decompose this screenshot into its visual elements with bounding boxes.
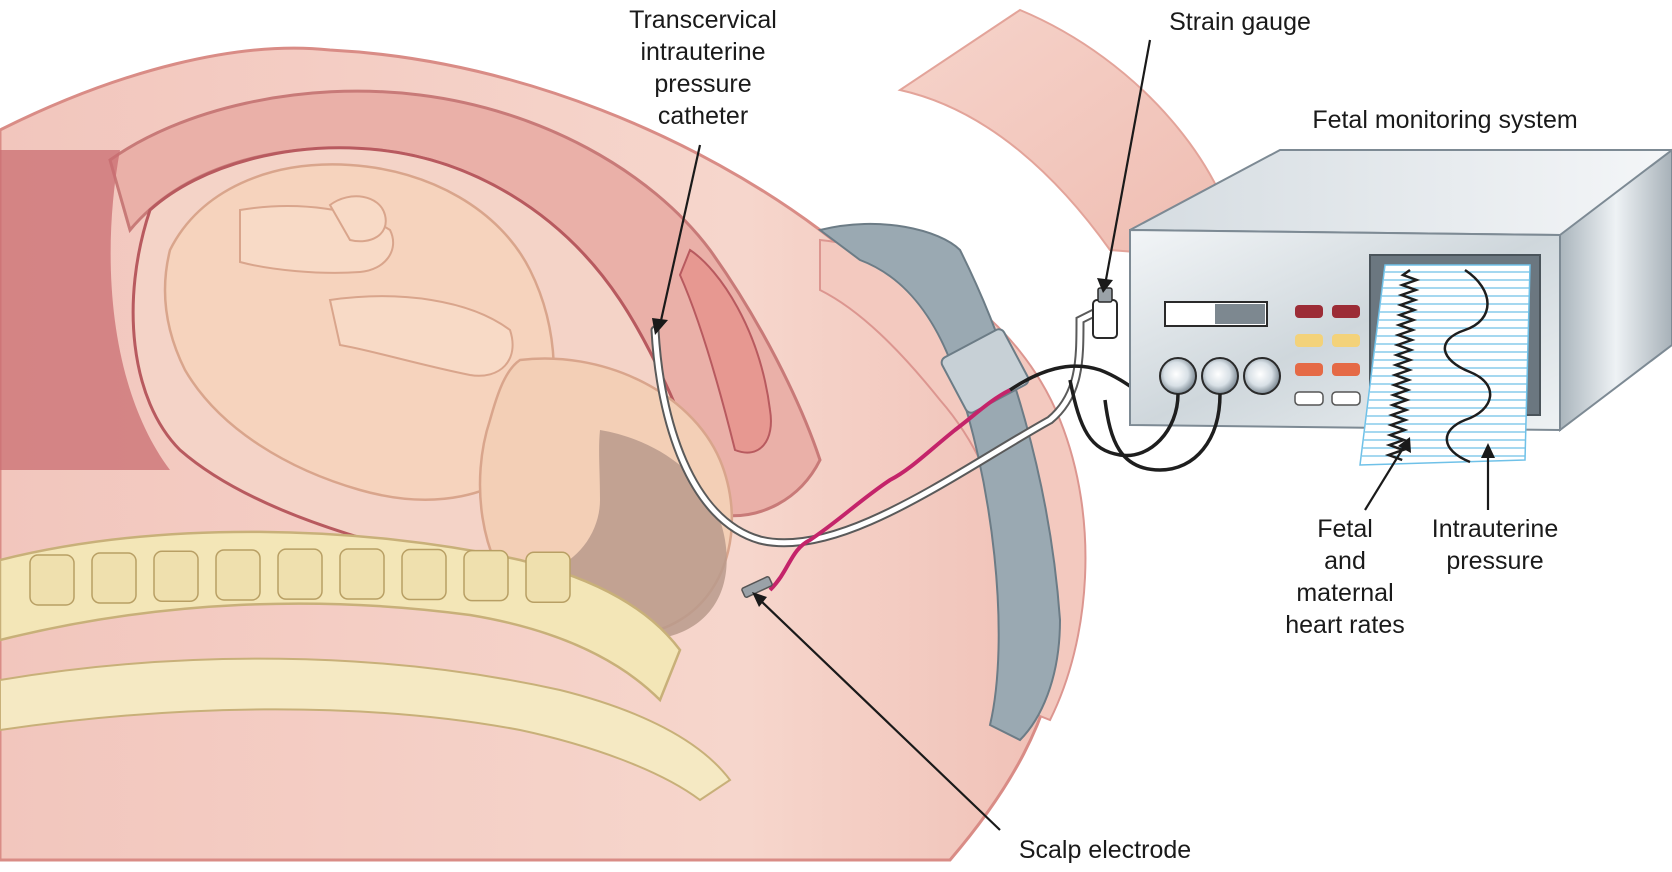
label-pressure-line-2: pressure — [1405, 545, 1585, 577]
label-heart-rates-line-3: maternal — [1265, 577, 1425, 609]
label-scalp-electrode: Scalp electrode — [990, 834, 1220, 866]
knob-2 — [1202, 358, 1238, 394]
vertebra — [464, 551, 508, 601]
paper-strip — [1360, 265, 1530, 465]
label-monitor: Fetal monitoring system — [1285, 104, 1605, 136]
label-intrauterine-pressure: Intrauterine pressure — [1405, 513, 1585, 577]
label-catheter-line-2: intrauterine — [598, 36, 808, 68]
label-heart-rates-line-4: heart rates — [1265, 609, 1425, 641]
button-white-2 — [1332, 392, 1360, 405]
vertebra — [340, 549, 384, 599]
vertebra — [402, 550, 446, 600]
label-strain-gauge: Strain gauge — [1140, 6, 1340, 38]
button-orange-1 — [1295, 363, 1323, 376]
button-yellow-2 — [1332, 334, 1360, 347]
vertebra — [154, 551, 198, 601]
strain-gauge-body — [1093, 300, 1117, 338]
button-red-1 — [1295, 305, 1323, 318]
monitor-display-dark — [1215, 304, 1265, 324]
label-catheter-line-4: catheter — [598, 100, 808, 132]
knob-1 — [1160, 358, 1196, 394]
label-catheter: Transcervical intrauterine pressure cath… — [598, 4, 808, 132]
vertebra — [92, 553, 136, 603]
label-pressure-line-1: Intrauterine — [1405, 513, 1585, 545]
vertebra — [526, 552, 570, 602]
vertebrae — [30, 549, 570, 605]
vertebra — [216, 550, 260, 600]
button-yellow-1 — [1295, 334, 1323, 347]
knob-3 — [1244, 358, 1280, 394]
vertebra — [30, 555, 74, 605]
label-heart-rates-line-2: and — [1265, 545, 1425, 577]
strain-gauge — [1093, 288, 1117, 338]
button-white-1 — [1295, 392, 1323, 405]
label-heart-rates: Fetal and maternal heart rates — [1265, 513, 1425, 641]
label-catheter-line-1: Transcervical — [598, 4, 808, 36]
vertebra — [278, 549, 322, 599]
paper-strip-sheet — [1360, 265, 1530, 465]
label-heart-rates-line-1: Fetal — [1265, 513, 1425, 545]
label-catheter-line-3: pressure — [598, 68, 808, 100]
button-orange-2 — [1332, 363, 1360, 376]
button-red-2 — [1332, 305, 1360, 318]
